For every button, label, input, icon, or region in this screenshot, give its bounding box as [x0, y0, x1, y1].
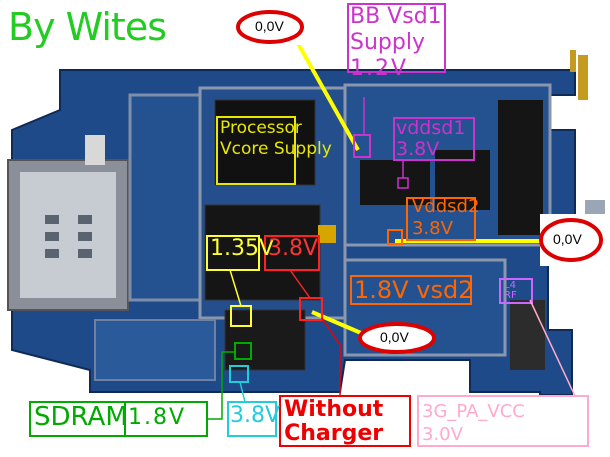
- processor-label: Processor Vcore Supply: [220, 118, 332, 160]
- without-text: Without: [284, 397, 384, 422]
- vddsd1-box: [393, 117, 475, 161]
- vddsd2-voltage: 3.8V: [412, 218, 453, 239]
- readout-top-ellipse: [236, 10, 304, 44]
- readout-right: 0,0V: [553, 231, 582, 247]
- red-38-box: [264, 235, 320, 271]
- charger-box: [279, 395, 411, 447]
- vddsd2-component: [387, 229, 403, 245]
- red-voltage: 3.8V: [268, 236, 319, 261]
- vddsd1-title: vddsd1: [396, 117, 466, 139]
- bb-vsd1-component: [353, 134, 371, 158]
- pa-vcc-label: 3G_PA_VCC 3.0V: [422, 400, 525, 446]
- vddsd2-box: [406, 197, 476, 241]
- vddsd1-label: vddsd1 3.8V: [396, 118, 465, 160]
- pa-box: [417, 395, 589, 447]
- processor-chip: [214, 99, 316, 186]
- vcore-voltage: 1.35V: [210, 236, 275, 261]
- pointer-top: [294, 39, 360, 151]
- rf-line2: RF: [504, 290, 517, 301]
- rf-box: [499, 278, 533, 304]
- bb-vsd1-label: BB Vsd1 Supply 1.2V: [350, 4, 442, 82]
- vsd2-title: vsd2: [416, 276, 474, 304]
- readout-middle-ellipse: [358, 322, 436, 354]
- cyan-voltage: 3.8V: [230, 403, 281, 428]
- processor-title: Processor: [220, 118, 302, 138]
- processor-box: [216, 116, 296, 185]
- pa-vcc-title: 3G_PA_VCC: [422, 401, 525, 422]
- vddsd2-label: Vddsd2 3.8V: [412, 196, 479, 240]
- without-charger-label: Without Charger: [284, 398, 383, 446]
- bb-supply-title: Supply: [350, 30, 425, 55]
- bb-vsd1-title: BB Vsd1: [350, 4, 442, 29]
- vddsd2-title: Vddsd2: [412, 196, 480, 217]
- baseband-chip: [224, 309, 306, 371]
- red-component: [299, 297, 323, 321]
- vsd2-voltage: 1.8V: [354, 276, 409, 304]
- vcore-supply-title: Vcore Supply: [220, 139, 332, 159]
- sdram-voltage: 1.8V: [128, 405, 187, 430]
- readout-top: 0,0V: [255, 18, 284, 34]
- charger-text: Charger: [284, 421, 384, 446]
- vcore-box: [206, 235, 260, 271]
- readout-right-ellipse: [539, 218, 603, 262]
- sdram-title: SDRAM: [34, 402, 128, 432]
- shield-left: [128, 93, 212, 302]
- cyan-box: [227, 401, 277, 437]
- readout-middle: 0,0V: [380, 329, 409, 345]
- vsd2-label: 1.8V vsd2: [354, 278, 473, 302]
- rf-label: L4 RF: [504, 281, 517, 301]
- sdram-component: [234, 342, 252, 360]
- bb-vsd1-box: [347, 3, 446, 73]
- vddsd1-voltage: 3.8V: [396, 138, 440, 160]
- bb-vsd1-voltage: 1.2V: [350, 56, 409, 81]
- cyan-component: [229, 365, 249, 383]
- vsd2-box: [350, 275, 472, 305]
- pa-vcc-voltage: 3.0V: [422, 424, 463, 445]
- credit-text: By Wites: [8, 5, 167, 49]
- rf-line1: L4: [504, 280, 516, 291]
